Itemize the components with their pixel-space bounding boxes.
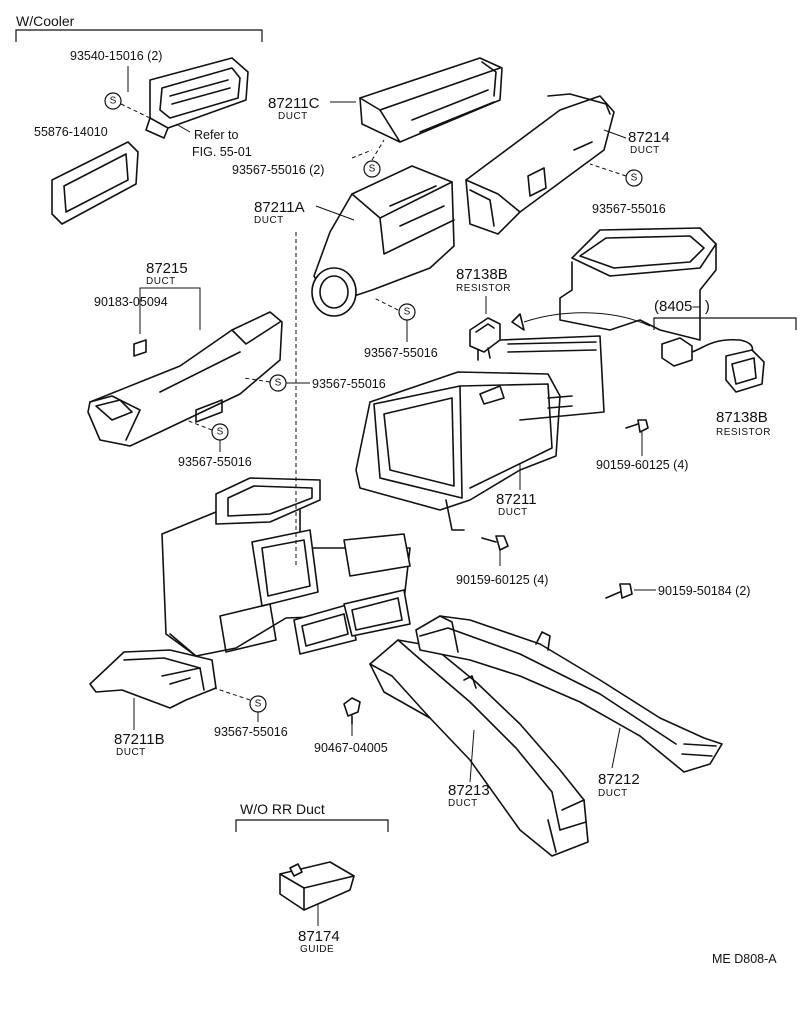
part-90467-04005-clip[interactable]: [343, 697, 361, 725]
label-87211b: 87211B: [114, 731, 165, 748]
w-cooler-group: W/Cooler: [15, 13, 263, 42]
svg-text:S: S: [631, 173, 638, 184]
part-87174-guide[interactable]: [279, 861, 355, 911]
svg-text:S: S: [255, 699, 262, 710]
s-mark-icon: S: [249, 695, 267, 713]
part-87211c-duct[interactable]: [359, 57, 503, 143]
label-90183-05094: 90183-05094: [94, 295, 168, 309]
s-mark-icon: S: [104, 92, 122, 110]
sublabel-87211c-duct: DUCT: [278, 111, 308, 122]
part-heater-unit-outline: [559, 227, 717, 341]
label-93567-55016-2: 93567-55016 (2): [232, 163, 324, 177]
sublabel-87211a-duct: DUCT: [254, 215, 284, 226]
s-mark-icon: S: [363, 160, 381, 178]
sublabel-87211b-duct: DUCT: [116, 747, 146, 758]
svg-text:S: S: [369, 164, 376, 175]
label-87214: 87214: [628, 129, 670, 146]
part-87211-duct[interactable]: [355, 335, 605, 531]
label-93567-55016-e: 93567-55016: [178, 455, 252, 469]
label-87211: 87211: [496, 491, 537, 508]
label-90159-60125-a: 90159-60125 (4): [596, 458, 688, 472]
label-fig-55-01: FIG. 55-01: [192, 145, 252, 159]
part-87215-duct[interactable]: [87, 311, 283, 447]
sublabel-87215-duct: DUCT: [146, 276, 176, 287]
part-55876-14010[interactable]: [51, 141, 139, 225]
label-90467-04005: 90467-04005: [314, 741, 388, 755]
sublabel-87214-duct: DUCT: [630, 145, 660, 156]
svg-text:S: S: [275, 378, 282, 389]
label-93567-55016-f: 93567-55016: [214, 725, 288, 739]
label-87213: 87213: [448, 782, 490, 799]
wo-rr-duct-group: W/O RR Duct: [235, 801, 389, 832]
sublabel-87174-guide: GUIDE: [300, 944, 334, 955]
label-87212: 87212: [598, 771, 640, 788]
s-mark-icon: S: [398, 303, 416, 321]
s-mark-icon: S: [269, 374, 287, 392]
label-93567-55016-d: 93567-55016: [312, 377, 386, 391]
sublabel-87138b-left-resistor: RESISTOR: [456, 283, 511, 294]
svg-text:S: S: [404, 307, 411, 318]
label-87211a: 87211A: [254, 199, 305, 216]
s-mark-icon: S: [625, 169, 643, 187]
label-93567-55016-b: 93567-55016: [592, 202, 666, 216]
part-87212-duct[interactable]: [415, 615, 723, 773]
label-93540-15016: 93540-15016 (2): [70, 49, 162, 63]
diagram-code: ME D808-A: [712, 952, 777, 966]
label-refer-to: Refer to: [194, 128, 239, 142]
sublabel-87213-duct: DUCT: [448, 798, 478, 809]
part-87213-duct[interactable]: [369, 639, 589, 857]
part-90183-05094-clip[interactable]: [133, 339, 147, 357]
part-93540-15016[interactable]: [145, 57, 249, 139]
screw-90159-60125-b[interactable]: [481, 535, 509, 551]
wo-rr-duct-header: W/O RR Duct: [240, 801, 325, 817]
part-87138b-resistor-left[interactable]: [469, 317, 501, 361]
svg-text:S: S: [217, 427, 224, 438]
label-date-range: (8405– ): [654, 298, 710, 315]
part-87138b-resistor-right[interactable]: [661, 337, 765, 393]
wo-rr-duct-bracket: [235, 819, 389, 832]
label-87211c: 87211C: [268, 95, 320, 112]
label-87215: 87215: [146, 260, 188, 277]
label-90159-60125-b: 90159-60125 (4): [456, 573, 548, 587]
screw-90159-60125-a[interactable]: [625, 419, 649, 433]
sublabel-87212-duct: DUCT: [598, 788, 628, 799]
label-90159-50184: 90159-50184 (2): [658, 584, 750, 598]
label-93567-55016-c: 93567-55016: [364, 346, 438, 360]
part-87211a-duct[interactable]: [311, 165, 455, 317]
label-87138b-right: 87138B: [716, 409, 768, 426]
label-55876-14010: 55876-14010: [34, 125, 108, 139]
sublabel-87138b-right-resistor: RESISTOR: [716, 427, 771, 438]
part-87211b-duct[interactable]: [89, 649, 217, 709]
svg-text:S: S: [110, 96, 117, 107]
w-cooler-header: W/Cooler: [16, 13, 75, 29]
label-87138b-left: 87138B: [456, 266, 508, 283]
label-87174: 87174: [298, 928, 340, 945]
part-87214-duct[interactable]: [465, 93, 615, 235]
sublabel-87211-duct: DUCT: [498, 507, 528, 518]
screw-90159-50184[interactable]: [605, 583, 633, 599]
w-cooler-bracket: [15, 29, 263, 42]
s-mark-icon: S: [211, 423, 229, 441]
part-heater-body: [161, 477, 411, 657]
